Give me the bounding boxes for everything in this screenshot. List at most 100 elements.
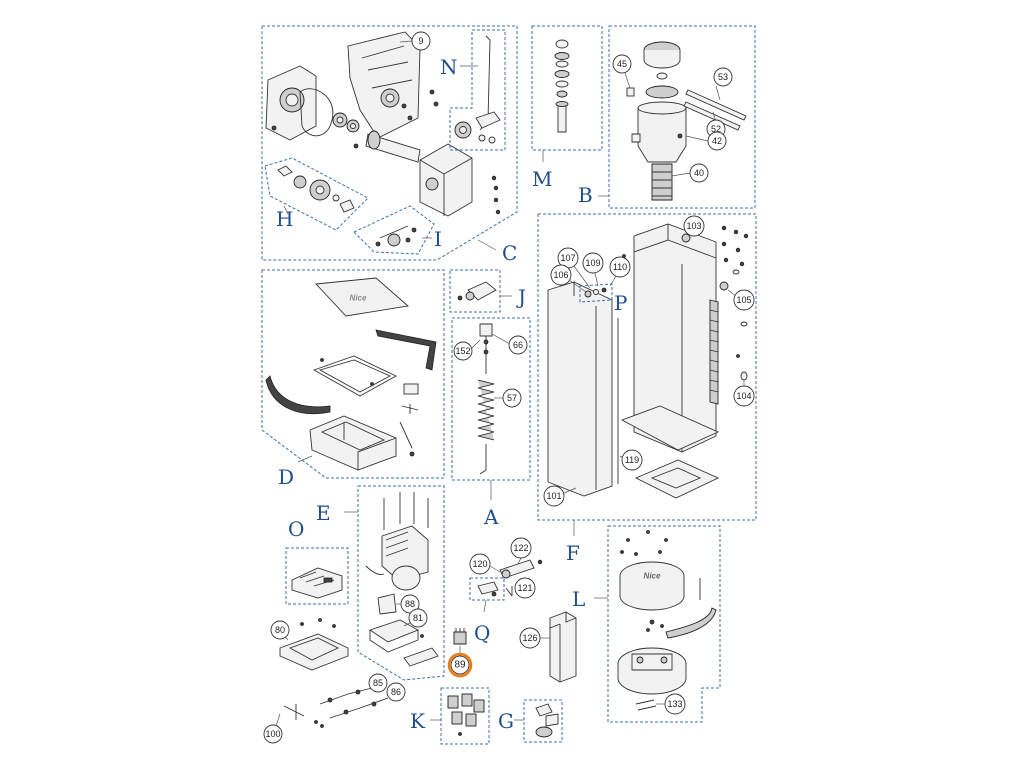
rail-profile-126 <box>549 611 577 683</box>
part-number-52: 52 <box>711 124 721 134</box>
cable-86 <box>329 697 389 719</box>
group-q: Q 122 120 121 <box>469 537 543 645</box>
group-a: 152 66 57 A <box>451 317 531 529</box>
group-j: J <box>449 269 526 313</box>
part-number-80-badge[interactable] <box>270 620 290 640</box>
part-number-120: 120 <box>472 559 487 569</box>
part-number-57-badge[interactable] <box>502 388 522 408</box>
side-seal-strip <box>375 329 437 371</box>
group-80: 80 <box>270 618 349 671</box>
section-label-p: P <box>614 291 627 315</box>
group-l: Nice 133 L <box>572 525 721 723</box>
group-i-boundary <box>353 205 435 255</box>
group-d-boundary <box>261 269 445 479</box>
part-number-101-badge[interactable] <box>543 485 565 507</box>
group-f-boundary <box>537 213 757 521</box>
part-number-119-badge[interactable] <box>621 449 643 471</box>
part-number-81: 81 <box>413 613 423 623</box>
part-number-42-badge[interactable] <box>707 131 727 151</box>
cover-top-plate <box>315 277 410 317</box>
part-number-53-badge[interactable] <box>713 67 733 87</box>
frame-plate <box>347 31 421 139</box>
part-number-133-badge[interactable] <box>664 693 686 715</box>
part-number-120-badge[interactable] <box>469 553 491 575</box>
part-number-81-badge[interactable] <box>408 608 428 628</box>
part-number-103-badge[interactable] <box>683 215 705 237</box>
section-label-a: A <box>483 505 499 529</box>
cover-base-tray <box>309 415 397 471</box>
group-n-boundary <box>449 29 506 151</box>
part-number-119: 119 <box>625 455 639 465</box>
section-label-j: J <box>516 285 526 309</box>
part-number-152-badge[interactable] <box>453 341 473 361</box>
part-number-66-badge[interactable] <box>508 335 528 355</box>
group-m: M <box>531 25 603 191</box>
group-p-boundary <box>579 283 613 303</box>
part-number-86-badge[interactable] <box>386 682 406 702</box>
section-label-g: G <box>498 709 514 733</box>
section-label-i: I <box>434 227 442 251</box>
highlight-ring-89 <box>447 652 473 678</box>
part-number-121: 121 <box>517 583 532 593</box>
part-number-100-badge[interactable] <box>263 724 283 744</box>
part-number-40: 40 <box>694 168 704 178</box>
part-number-110-badge[interactable] <box>609 256 631 278</box>
part-number-106-badge[interactable] <box>550 264 572 286</box>
screws-c <box>271 89 501 215</box>
part-number-45-badge[interactable] <box>612 54 632 74</box>
group-d: Nice D <box>261 269 445 489</box>
part-number-88: 88 <box>405 599 415 609</box>
brush-bar-52 <box>683 101 741 131</box>
section-label-f: F <box>566 541 580 565</box>
part-number-122: 122 <box>513 543 528 553</box>
part-number-85-badge[interactable] <box>368 673 388 693</box>
m-bolt <box>557 103 567 133</box>
group-c-boundary <box>261 25 518 261</box>
board-bracket-80 <box>279 633 349 671</box>
brush-bar-53 <box>685 89 747 121</box>
group-b: 45 53 52 42 40 B <box>578 25 756 209</box>
section-label-n: N <box>440 55 458 79</box>
part-number-89-badge[interactable] <box>450 655 470 675</box>
group-g: G <box>498 699 563 743</box>
part-number-121-badge[interactable] <box>514 577 536 599</box>
part-number-9-badge[interactable] <box>411 31 431 51</box>
front-cover-101 <box>547 281 613 497</box>
group-b-boundary <box>608 25 756 209</box>
part-number-105-badge[interactable] <box>733 289 755 311</box>
vent-strip <box>709 299 719 405</box>
group-c: 9 C <box>261 25 518 265</box>
part-number-104: 104 <box>736 391 751 401</box>
part-number-42: 42 <box>712 136 722 146</box>
part-number-107: 107 <box>560 253 575 263</box>
section-label-k: K <box>410 709 426 733</box>
part-number-40-badge[interactable] <box>689 163 709 183</box>
part-number-109-badge[interactable] <box>582 252 604 274</box>
connector-89 <box>453 631 467 645</box>
part-number-89: 89 <box>454 660 466 671</box>
part-number-106: 106 <box>553 270 568 280</box>
section-label-q: Q <box>474 621 490 645</box>
part-number-110: 110 <box>613 262 627 272</box>
group-j-boundary <box>449 269 501 313</box>
group-e-boundary <box>357 485 445 681</box>
group-m-boundary <box>531 25 603 151</box>
front-band <box>265 375 331 415</box>
section-label-e: E <box>316 501 331 525</box>
section-label-l: L <box>572 587 585 611</box>
group-n: N <box>440 29 506 151</box>
cable-100 <box>283 704 305 720</box>
group-h-boundary <box>264 157 369 231</box>
part-number-103: 103 <box>686 221 701 231</box>
part-number-104-badge[interactable] <box>733 385 755 407</box>
section-label-m: M <box>532 167 552 191</box>
base-cover-logo: Nice <box>644 572 661 581</box>
group-h: H <box>264 157 369 231</box>
group-o-boundary <box>285 547 349 605</box>
group-89: 89 <box>447 628 473 678</box>
control-board <box>291 567 343 599</box>
section-label-d: D <box>278 465 294 489</box>
group-i: I <box>353 205 442 255</box>
cover-logo: Nice <box>350 294 367 303</box>
gearbox-body <box>419 143 473 217</box>
